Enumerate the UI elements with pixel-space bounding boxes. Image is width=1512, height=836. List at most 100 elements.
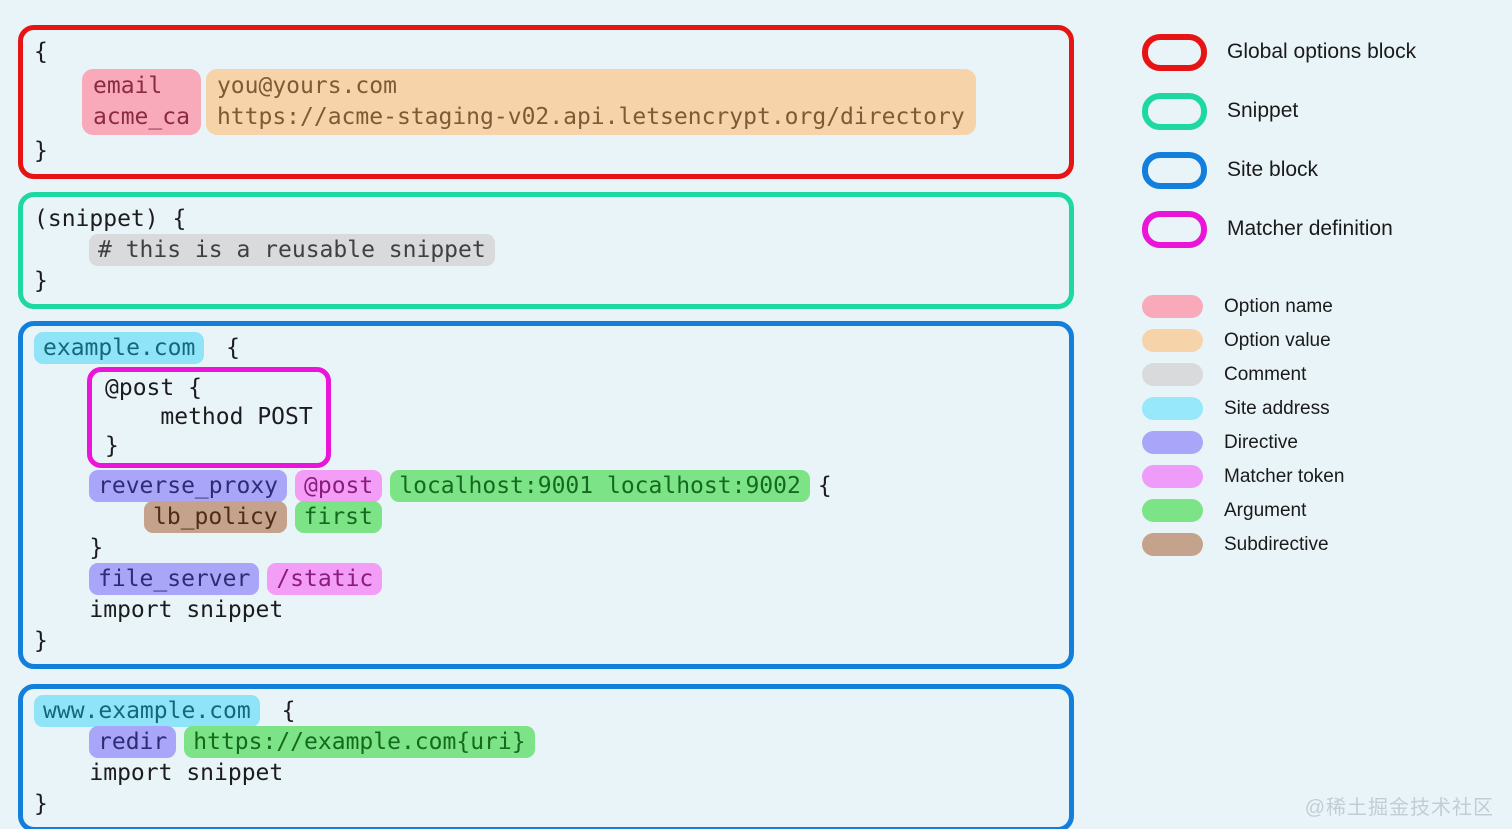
comment-swatch (1142, 363, 1203, 386)
matcher-definition-box: @post { method POST } (87, 367, 331, 468)
matcher-token: /static (267, 563, 383, 595)
close-brace: } (34, 268, 48, 294)
argument-swatch (1142, 499, 1203, 522)
legend-item-directive: Directive (1142, 431, 1416, 454)
code-line: } (34, 789, 1058, 820)
legend: Global options block Snippet Site block … (1142, 33, 1416, 567)
subdirective-token: lb_policy (144, 501, 287, 533)
legend-label: Matcher definition (1227, 217, 1393, 240)
legend-label: Site address (1224, 397, 1330, 419)
legend-item-matcher-token: Matcher token (1142, 465, 1416, 488)
code-line: example.com { (34, 332, 1058, 364)
legend-label: Matcher token (1224, 465, 1345, 487)
subdirective-swatch (1142, 533, 1203, 556)
legend-item-subdirective: Subdirective (1142, 533, 1416, 556)
code-line: { (34, 37, 1058, 68)
code-line: } (34, 266, 1058, 297)
bottom-strip (0, 829, 1512, 836)
legend-outline-swatches: Global options block Snippet Site block … (1142, 33, 1416, 248)
snippet-swatch (1142, 92, 1207, 130)
legend-label: Argument (1224, 499, 1307, 521)
caddyfile-diagram: { email acme_ca you@yours.com https://ac… (18, 0, 1074, 832)
code-line: import snippet (34, 758, 1058, 789)
code-line: } (34, 626, 1058, 657)
snippet-header: (snippet) { (34, 206, 187, 232)
directive-token: redir (89, 726, 177, 758)
legend-label: Directive (1224, 431, 1298, 453)
code-line: (snippet) { (34, 204, 1058, 235)
close-brace: } (105, 433, 119, 459)
argument-token: localhost:9001 localhost:9002 (390, 470, 810, 502)
site-block-swatch (1142, 151, 1207, 189)
open-brace: { (267, 698, 296, 724)
argument-token: first (294, 501, 382, 533)
legend-label: Comment (1224, 363, 1307, 385)
code-line: file_server/static (34, 563, 1058, 595)
legend-item-site-block: Site block (1142, 151, 1416, 189)
option-value: you@yours.com (216, 73, 397, 99)
site-address-swatch (1142, 397, 1203, 420)
global-options-swatch (1142, 33, 1207, 71)
code-line: } (105, 432, 313, 461)
close-brace: } (34, 791, 48, 817)
legend-item-site-address: Site address (1142, 397, 1416, 420)
matcher-token: @post (295, 470, 383, 502)
watermark: @稀土掘金技术社区 (1304, 797, 1494, 819)
import-statement: import snippet (34, 760, 284, 786)
close-brace: } (34, 628, 48, 654)
legend-label: Option value (1224, 329, 1331, 351)
legend-pill-swatches: Option name Option value Comment Site ad… (1142, 295, 1416, 556)
open-brace: { (212, 335, 241, 361)
code-line: } (34, 533, 1058, 564)
option-value-highlight: you@yours.com https://acme-staging-v02.a… (205, 69, 976, 135)
option-name-highlight: email acme_ca (82, 69, 201, 135)
option-name: acme_ca (93, 104, 190, 130)
option-name-swatch (1142, 295, 1203, 318)
open-brace: { (817, 473, 832, 499)
global-options-block: { email acme_ca you@yours.com https://ac… (18, 25, 1074, 179)
legend-item-option-value: Option value (1142, 329, 1416, 352)
directive-token: file_server (89, 563, 260, 595)
legend-label: Snippet (1227, 99, 1299, 122)
site-address-token: example.com (34, 332, 205, 364)
close-brace: } (34, 138, 48, 164)
directive-token: reverse_proxy (89, 470, 288, 502)
legend-label: Subdirective (1224, 533, 1329, 555)
code-line: import snippet (34, 595, 1058, 626)
legend-label: Site block (1227, 158, 1319, 181)
legend-item-global-options: Global options block (1142, 33, 1416, 71)
site-block-example: example.com { @post { method POST } reve… (18, 321, 1074, 669)
code-line: # this is a reusable snippet (34, 234, 1058, 266)
comment-token: # this is a reusable snippet (89, 234, 495, 266)
option-value-swatch (1142, 329, 1203, 352)
matcher-definition-swatch (1142, 210, 1207, 248)
matcher-body: method POST (105, 404, 313, 430)
open-brace: { (34, 39, 48, 65)
code-line: method POST (105, 403, 313, 432)
option-value: https://acme-staging-v02.api.letsencrypt… (216, 104, 965, 130)
snippet-block: (snippet) { # this is a reusable snippet… (18, 192, 1074, 309)
code-line: @post { (105, 374, 313, 403)
argument-token: https://example.com{uri} (184, 726, 535, 758)
legend-label: Option name (1224, 295, 1333, 317)
code-line: } (34, 136, 1058, 167)
legend-item-matcher-definition: Matcher definition (1142, 210, 1416, 248)
close-brace: } (34, 535, 104, 561)
matcher-token-swatch (1142, 465, 1203, 488)
legend-item-argument: Argument (1142, 499, 1416, 522)
code-line: www.example.com { (34, 695, 1058, 727)
site-address-token: www.example.com (34, 695, 260, 727)
legend-item-snippet: Snippet (1142, 92, 1416, 130)
legend-item-comment: Comment (1142, 363, 1416, 386)
legend-item-option-name: Option name (1142, 295, 1416, 318)
import-statement: import snippet (34, 597, 284, 623)
legend-label: Global options block (1227, 40, 1417, 63)
options-row: email acme_ca you@yours.com https://acme… (82, 69, 1058, 135)
matcher-header: @post { (105, 375, 202, 401)
directive-swatch (1142, 431, 1203, 454)
option-name: email (93, 73, 163, 99)
